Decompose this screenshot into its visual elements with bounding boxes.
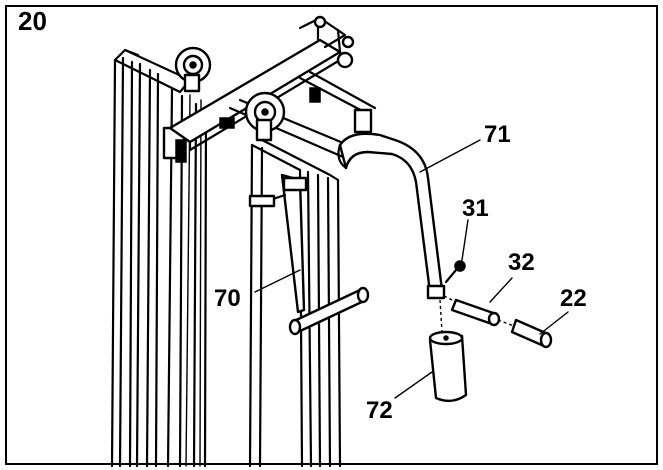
- leg-lift-arm: [337, 132, 446, 300]
- step-number: 20: [18, 6, 47, 36]
- callout-72: 72: [366, 397, 393, 424]
- bolt-31: [444, 260, 466, 284]
- callout-71: 71: [484, 121, 511, 148]
- pad-32: [443, 295, 501, 327]
- top-beam: [168, 15, 377, 162]
- callout-31: 31: [462, 195, 489, 222]
- callout-32: 32: [508, 249, 535, 276]
- leader-lines: [254, 139, 569, 399]
- center-tower: [248, 138, 370, 468]
- left-tower: [110, 46, 212, 468]
- callout-22: 22: [560, 285, 587, 312]
- endcap-22: [497, 318, 553, 349]
- callout-70: 70: [214, 285, 241, 312]
- roller-pad-72: [428, 299, 468, 403]
